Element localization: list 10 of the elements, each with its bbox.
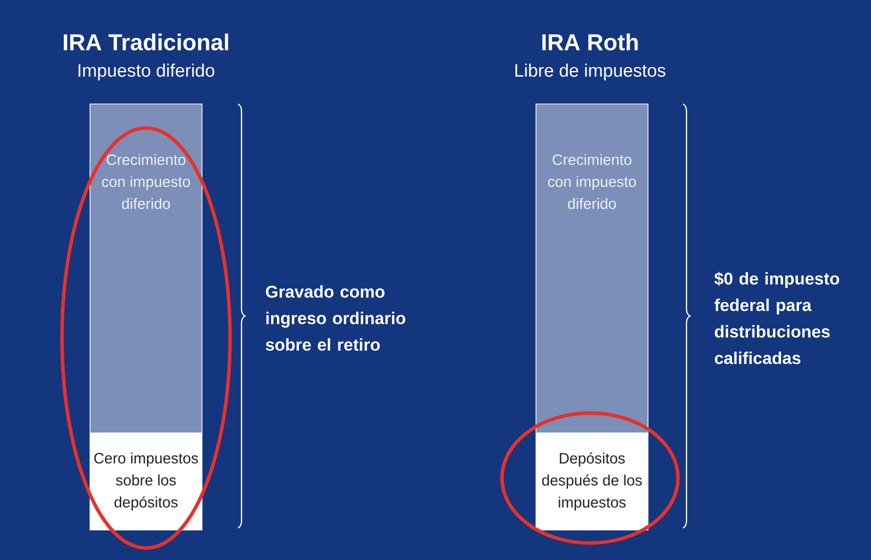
brace-note: $0 de impuesto federal para distribuciones calificadas (714, 272, 840, 364)
bar-segment: Depósitos después de los impuestos (536, 432, 648, 530)
column-title: IRA Roth (542, 34, 638, 50)
brace-note: Gravado como ingreso ordinario sobre el retiro (266, 285, 406, 351)
column-title: IRA Tradicional (64, 34, 228, 50)
bar-segment: Crecimiento con impuesto diferido (90, 104, 202, 434)
column-subtitle: Libre de impuestos (515, 64, 666, 80)
bar-segment: Cero impuestos sobre los depósitos (90, 432, 202, 530)
column-subtitle: Impuesto diferido (78, 64, 214, 80)
bar-segment: Crecimiento con impuesto diferido (536, 104, 648, 434)
